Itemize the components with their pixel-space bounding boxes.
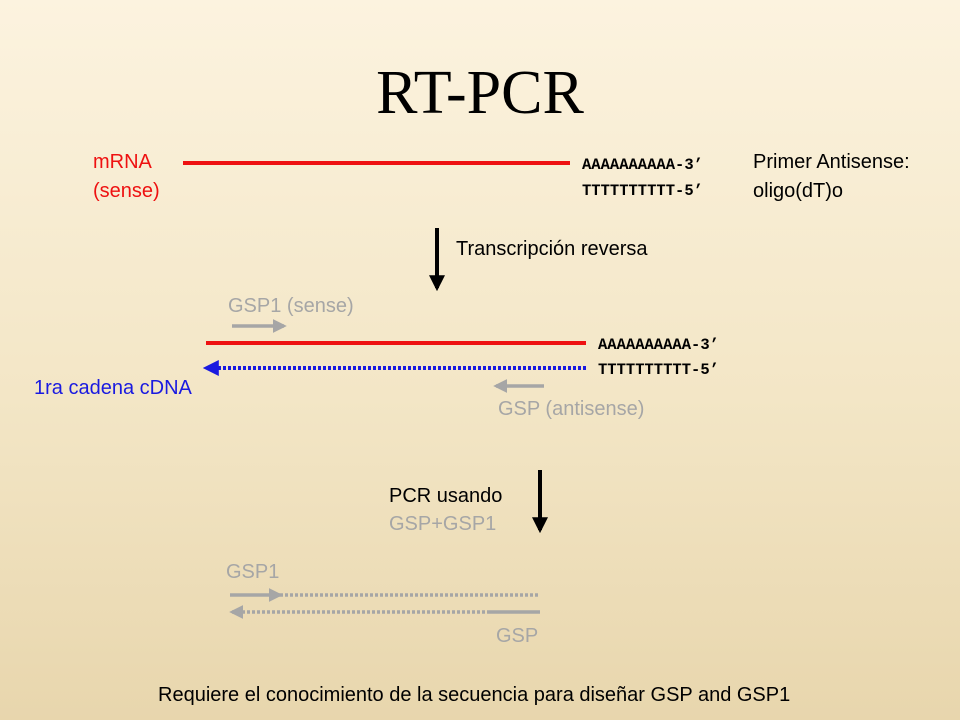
oligo-dt-label: oligo(dT)o xyxy=(753,180,844,202)
gsp-label-step3: GSP xyxy=(496,625,539,647)
pcr-label: PCR usando xyxy=(389,485,503,507)
gsp1-sense-label: GSP1 (sense) xyxy=(228,295,354,317)
oligo-dt-sequence-step2: TTTTTTTTTT-5’ xyxy=(598,361,719,379)
primer-antisense-label: Primer Antisense: xyxy=(753,151,910,173)
mrna-label: mRNA xyxy=(93,151,152,173)
gsp1-label-step3: GSP1 xyxy=(226,561,280,583)
reverse-transcription-label: Transcripción reversa xyxy=(456,238,648,260)
polya-tail-sequence: AAAAAAAAAA-3’ xyxy=(582,156,703,174)
cdna-label: 1ra cadena cDNA xyxy=(34,377,192,399)
oligo-dt-sequence: TTTTTTTTTT-5’ xyxy=(582,182,703,200)
mrna-sense-label: (sense) xyxy=(93,180,160,202)
gsp-antisense-label: GSP (antisense) xyxy=(498,398,645,420)
polya-tail-sequence-step2: AAAAAAAAAA-3’ xyxy=(598,336,719,354)
footer-note: Requiere el conocimiento de la secuencia… xyxy=(158,684,791,706)
page-title: RT-PCR xyxy=(376,59,584,127)
pcr-primers-label: GSP+GSP1 xyxy=(389,513,497,535)
